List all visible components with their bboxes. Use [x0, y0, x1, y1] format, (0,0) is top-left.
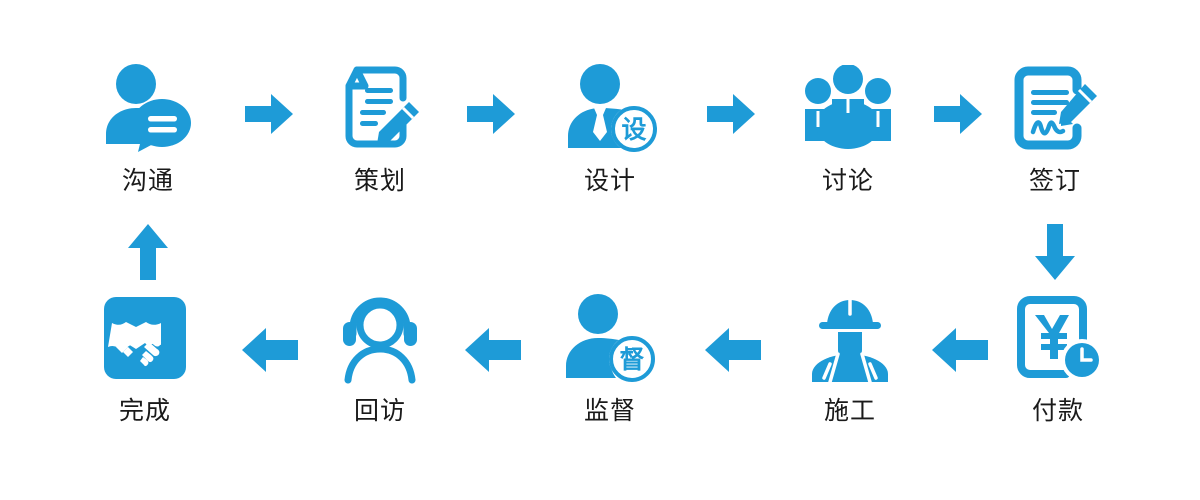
headset-support-person-icon	[305, 288, 455, 388]
arrow-down-1-icon	[1031, 222, 1079, 282]
flow-step-discussion[interactable]: 讨论	[773, 58, 923, 193]
signed-contract-icon	[980, 58, 1130, 158]
arrow-up-1-icon	[124, 222, 172, 282]
flow-step-label: 讨论	[821, 166, 874, 195]
businessman-with-badge-icon: 设	[535, 58, 685, 158]
construction-worker-icon	[775, 288, 925, 388]
document-with-pencil-icon	[305, 58, 455, 158]
flow-step-label: 施工	[823, 396, 876, 425]
group-meeting-icon	[773, 58, 923, 158]
flow-step-construction[interactable]: 施工	[775, 288, 925, 423]
flow-step-complete[interactable]: 完成	[70, 288, 220, 423]
flow-step-sign-contract[interactable]: 签订	[980, 58, 1130, 193]
flow-step-label: 付款	[1031, 396, 1084, 425]
design-badge-text: 设	[621, 115, 646, 144]
arrow-left-3-icon	[463, 326, 523, 374]
flow-step-label: 签订	[1028, 166, 1081, 195]
flow-step-label: 设计	[583, 166, 636, 195]
arrow-right-4-icon	[932, 92, 984, 136]
flow-step-label: 沟通	[121, 166, 174, 195]
flow-step-payment[interactable]: 付款	[983, 288, 1133, 423]
person-with-speech-bubble-icon	[73, 58, 223, 158]
flow-step-label: 回访	[353, 396, 406, 425]
flow-step-follow-up[interactable]: 回访	[305, 288, 455, 423]
arrow-left-2-icon	[703, 326, 763, 374]
arrow-left-4-icon	[240, 326, 300, 374]
yen-invoice-clock-icon	[983, 288, 1133, 388]
handshake-square-icon	[70, 288, 220, 388]
flow-step-planning[interactable]: 策划	[305, 58, 455, 193]
person-supervisor-badge-icon: 督	[535, 288, 685, 388]
arrow-left-1-icon	[930, 326, 990, 374]
arrow-right-1-icon	[243, 92, 295, 136]
flow-step-label: 完成	[118, 396, 171, 425]
arrow-right-2-icon	[465, 92, 517, 136]
flow-step-supervision[interactable]: 督 监督	[535, 288, 685, 423]
flow-step-label: 监督	[583, 396, 636, 425]
flow-step-communication[interactable]: 沟通	[73, 58, 223, 193]
arrow-right-3-icon	[705, 92, 757, 136]
supervision-badge-text: 督	[619, 345, 644, 374]
flow-step-label: 策划	[353, 166, 406, 195]
flow-step-design[interactable]: 设 设计	[535, 58, 685, 193]
